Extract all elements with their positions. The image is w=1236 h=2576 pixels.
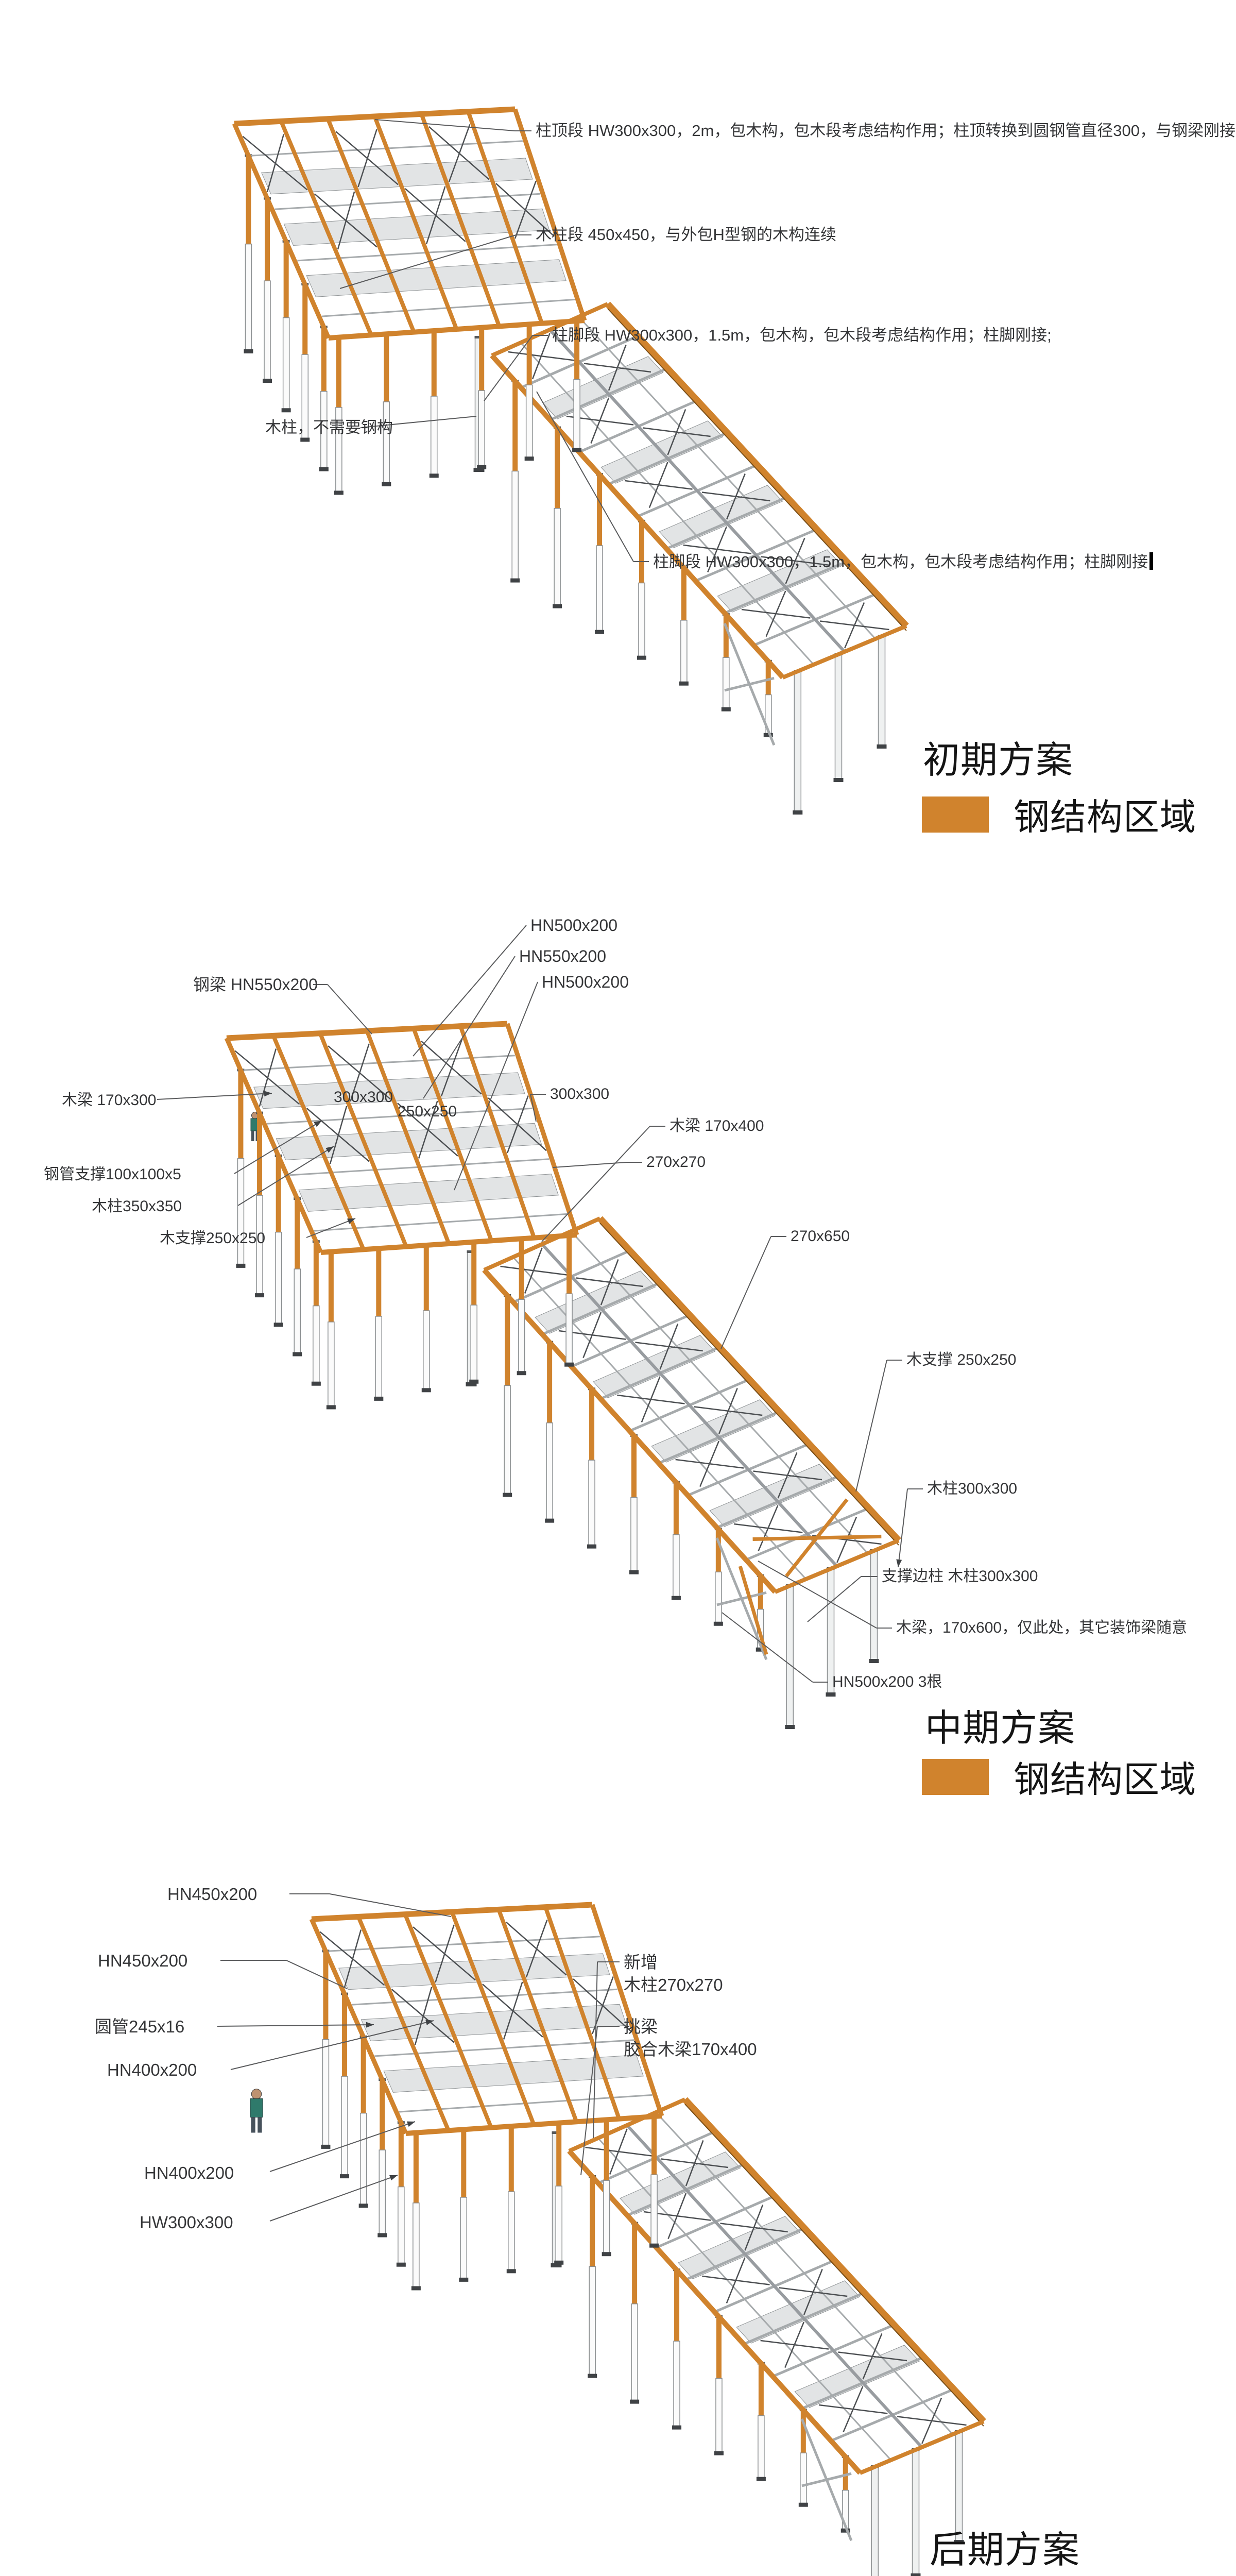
annotation-column-base-note-1: 柱脚段 HW300x300，1.5m，包木构，包木段考虑结构作用；柱脚刚接;	[552, 326, 1052, 344]
panel-mid: 钢梁 HN550x200 HN500x200 HN550x200 HN500x2…	[0, 902, 1236, 1800]
annotation-new-column-line2: 木柱270x270	[624, 1975, 723, 1994]
structure-initial	[232, 106, 909, 815]
annotation-wood-column-350: 木柱350x350	[92, 1198, 182, 1215]
annotation-inline-300x300: 300x300	[334, 1089, 393, 1106]
annotation-hn400-1: HN400x200	[107, 2060, 197, 2079]
annotation-hn500-3pcs: HN500x200 3根	[832, 1673, 942, 1690]
legend-initial: 钢结构区域	[922, 788, 1196, 840]
annotation-270x650: 270x650	[791, 1228, 850, 1245]
annotation-hn500-2: HN500x200	[542, 973, 629, 991]
annotation-pipe-245x16: 圆管245x16	[95, 2017, 185, 2036]
annotation-wood-brace-right: 木支撑 250x250	[906, 1351, 1017, 1368]
steel-area-label: 钢结构区域	[1014, 797, 1196, 837]
annotation-wood-column-segment: 木柱段 450x450，与外包H型钢的木构连续	[536, 226, 836, 244]
structure-group	[232, 106, 909, 815]
leader-lines	[157, 925, 923, 1683]
annotation-cantilever-line2: 胶合木梁170x400	[624, 2040, 757, 2059]
annotation-steel-beam-hn550: 钢梁 HN550x200	[193, 975, 318, 994]
annotation-wood-brace-left: 木支撑250x250	[160, 1230, 266, 1247]
annotation-wood-beam-170x300: 木梁 170x300	[62, 1092, 157, 1109]
structure-group	[224, 1021, 901, 1729]
leader-lines	[217, 1893, 620, 2222]
annotation-text: 柱脚段 HW300x300，1.5m，包木构，包木段考虑结构作用；柱脚刚接	[653, 553, 1148, 571]
annotation-hw300x300: HW300x300	[140, 2213, 233, 2232]
annotation-cantilever-line1: 挑梁	[624, 2017, 658, 2036]
annotation-pipe-brace-100x100x5: 钢管支撑100x100x5	[44, 1166, 181, 1183]
annotation-hn400-2: HN400x200	[144, 2163, 234, 2182]
panel-title-late: 后期方案	[930, 2530, 1080, 2571]
structure-mid	[157, 925, 923, 1729]
annotation-hn550: HN550x200	[519, 947, 606, 965]
annotation-new-column-line1: 新增	[624, 1953, 658, 1972]
steel-area-label: 钢结构区域	[1014, 1759, 1196, 1800]
structure-late	[217, 1893, 986, 2576]
text-cursor	[1149, 552, 1154, 570]
annotation-wood-beam-170x600: 木梁，170x600，仅此处，其它装饰梁随意	[896, 1619, 1188, 1636]
annotation-hn450-1: HN450x200	[167, 1885, 258, 1904]
annotation-wood-beam-170x400: 木梁 170x400	[670, 1117, 764, 1134]
steel-area-swatch	[922, 1758, 989, 1795]
steel-area-swatch	[922, 796, 989, 833]
annotation-wood-column-300: 木柱300x300	[927, 1480, 1018, 1497]
annotation-300x300: 300x300	[550, 1086, 610, 1103]
annotation-hn450-2: HN450x200	[98, 1951, 188, 1970]
annotation-column-top-note: 柱顶段 HW300x300，2m，包木构，包木段考虑结构作用；柱顶转换到圆钢管直…	[536, 122, 1235, 140]
annotation-hn500-1: HN500x200	[530, 916, 617, 935]
panel-title-initial: 初期方案	[923, 740, 1074, 781]
annotation-270x270: 270x270	[646, 1154, 706, 1171]
leader-lines	[339, 119, 649, 562]
panel-initial: 柱顶段 HW300x300，2m，包木构，包木段考虑结构作用；柱顶转换到圆钢管直…	[0, 0, 1236, 902]
annotation-inline-250x250: 250x250	[398, 1103, 457, 1120]
structure-group	[250, 1902, 986, 2576]
annotation-edge-column: 支撑边柱 木柱300x300	[882, 1568, 1038, 1585]
annotation-wood-column: 木柱，不需要钢构	[265, 418, 393, 436]
annotation-column-base-note-editing[interactable]: 柱脚段 HW300x300，1.5m，包木构，包木段考虑结构作用；柱脚刚接	[653, 552, 1154, 572]
panel-title-mid: 中期方案	[925, 1708, 1076, 1749]
panel-late: HN450x200 HN450x200 圆管245x16 HN400x200 H…	[0, 1783, 1236, 2576]
legend-mid: 钢结构区域	[922, 1751, 1196, 1803]
